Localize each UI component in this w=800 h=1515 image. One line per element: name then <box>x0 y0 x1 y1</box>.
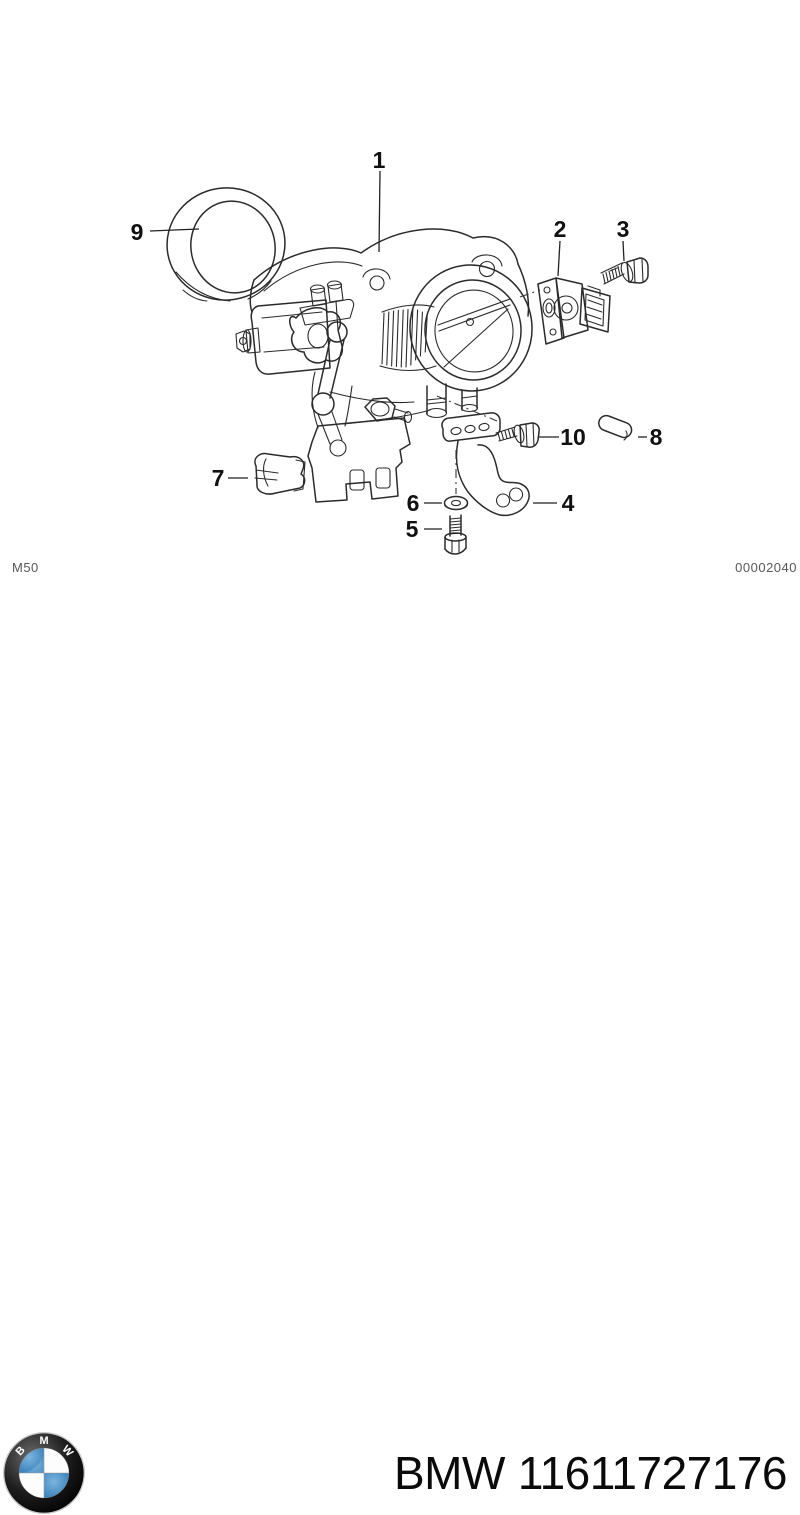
part-holder-bracket-drawing <box>441 412 530 517</box>
callout-leader-lines <box>149 170 647 530</box>
callout-label-2: 2 <box>554 216 567 242</box>
leader-line-2 <box>557 240 561 277</box>
bmw-roundel-logo: B M W <box>3 1432 85 1514</box>
part-number-line: BMW 11611727176 <box>393 1447 788 1499</box>
footer: B M W BMW 11611727176 <box>0 712 800 1514</box>
part-sensor-screw-drawing <box>600 257 649 285</box>
leader-line-3 <box>622 240 625 262</box>
callout-label-3: 3 <box>617 216 630 242</box>
callout-label-5: 5 <box>406 516 419 542</box>
callout-label-4: 4 <box>562 490 575 516</box>
roundel-letter-m: M <box>39 1435 48 1447</box>
part-cable-clip-drawing <box>254 452 306 495</box>
callout-label-9: 9 <box>131 219 144 245</box>
part-bracket-bolt-drawing <box>495 422 540 448</box>
leader-line-9 <box>149 228 200 232</box>
part-dowel-pin-drawing <box>598 414 633 441</box>
callout-label-1: 1 <box>373 147 386 173</box>
callout-label-7: 7 <box>212 465 225 491</box>
parts-diagram-page: 1 2 3 4 5 6 7 8 9 10 M50 00002040 <box>0 147 800 1514</box>
throttle-body-parts-drawing: 1 2 3 4 5 6 7 8 9 10 M50 00002040 <box>12 147 797 575</box>
assembly-axis-lines <box>436 265 623 494</box>
part-position-sensor-drawing <box>537 277 611 345</box>
part-hex-bolt-drawing <box>444 514 467 555</box>
callout-label-8: 8 <box>650 424 663 450</box>
drawing-number-label: 00002040 <box>735 560 797 575</box>
part-washer-drawing <box>443 495 469 511</box>
part-seal-ring-drawing <box>166 187 286 302</box>
part-number-value: 11611727176 <box>517 1447 788 1499</box>
callout-label-10: 10 <box>560 424 586 450</box>
engine-code-label: M50 <box>12 560 39 575</box>
callout-label-6: 6 <box>407 490 420 516</box>
brand-label: BMW <box>393 1447 505 1499</box>
leader-line-1 <box>378 170 381 253</box>
